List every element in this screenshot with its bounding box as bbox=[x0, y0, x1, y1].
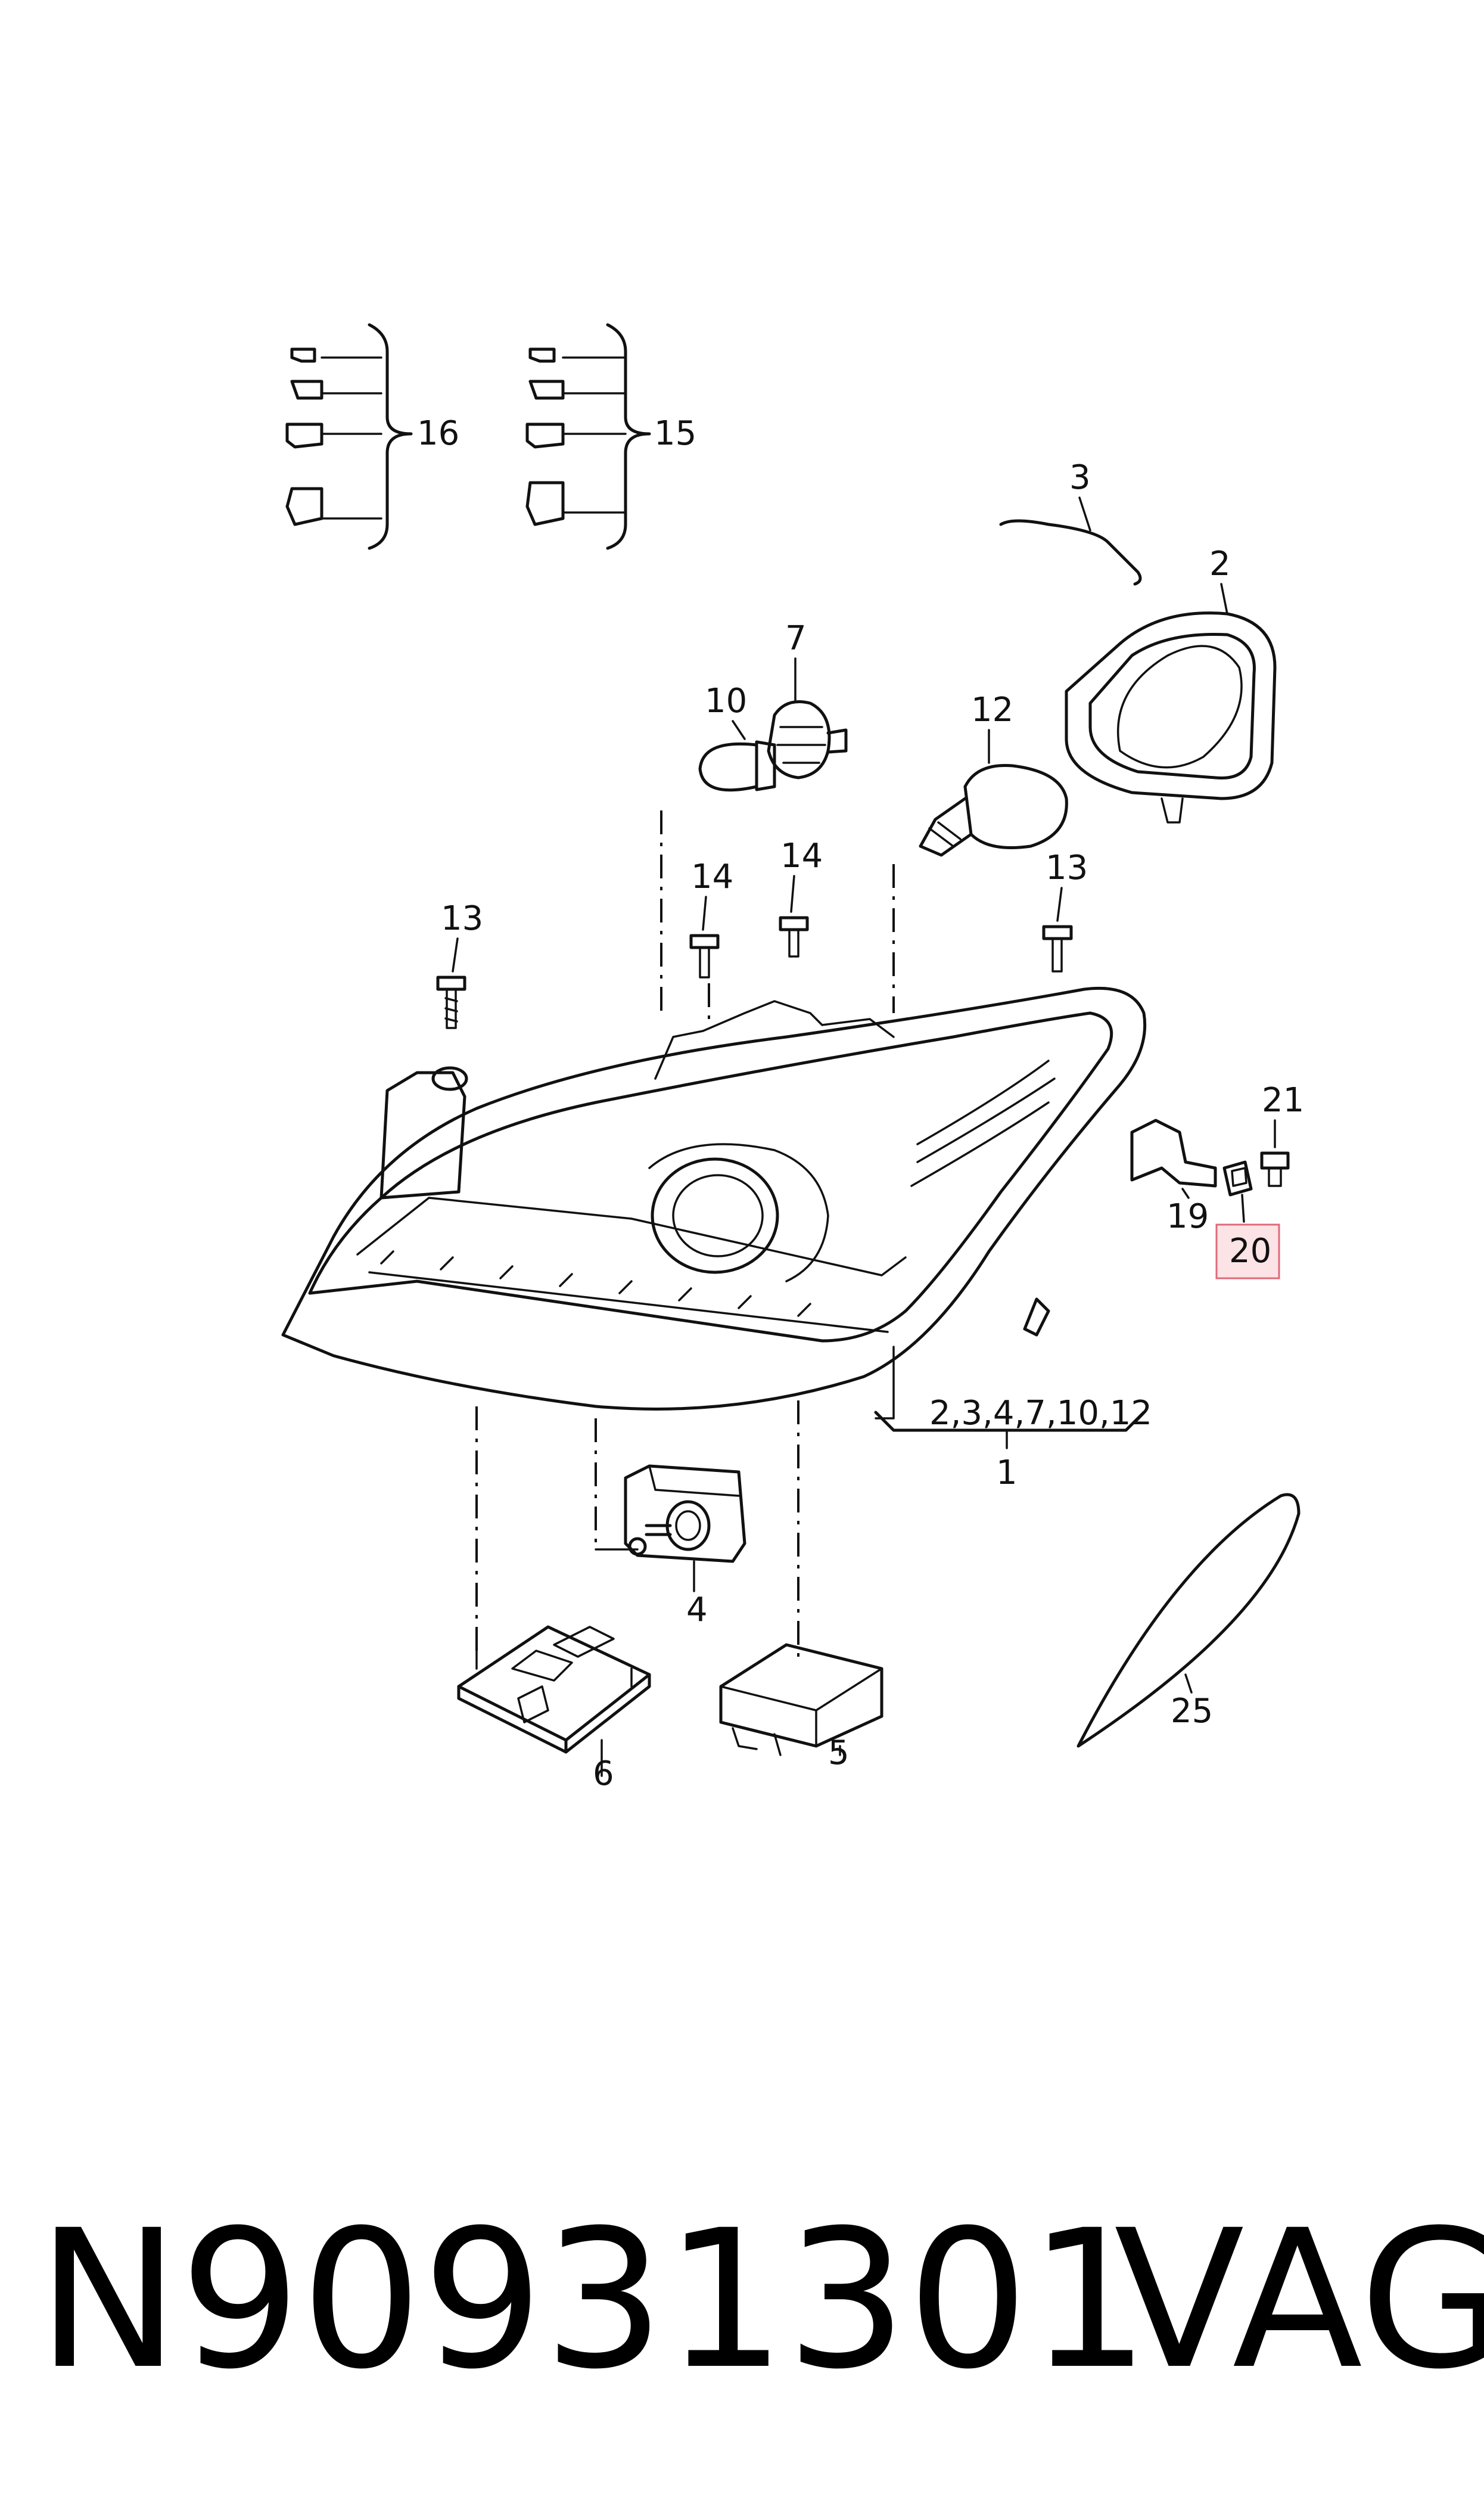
leader-2 bbox=[1220, 583, 1228, 615]
screw-part-14-right bbox=[779, 916, 809, 958]
callout-19: 19 bbox=[1166, 1197, 1209, 1236]
callout-20-highlight-box bbox=[1215, 1223, 1280, 1279]
callout-13-left: 13 bbox=[441, 899, 483, 938]
leader-20 bbox=[1241, 1194, 1245, 1223]
group-brace-1 bbox=[874, 1411, 1146, 1432]
bulb-part-10 bbox=[698, 740, 776, 792]
wire-clip-part-3 bbox=[999, 519, 1142, 586]
clip-nut-part-20 bbox=[1222, 1160, 1253, 1197]
callout-5: 5 bbox=[828, 1734, 850, 1772]
leader-13-left bbox=[452, 937, 459, 973]
callout-2: 2 bbox=[1209, 545, 1231, 583]
callout-15: 15 bbox=[654, 414, 696, 453]
callout-12: 12 bbox=[971, 691, 1013, 729]
leader-14-left bbox=[702, 896, 707, 931]
callout-group-1: 2,3,4,7,10,12 bbox=[929, 1394, 1152, 1433]
callout-7: 7 bbox=[785, 619, 807, 658]
callout-10: 10 bbox=[705, 682, 747, 720]
bracket-set-15 bbox=[525, 323, 651, 550]
leader-13-right bbox=[1056, 887, 1063, 922]
callout-1: 1 bbox=[996, 1453, 1018, 1492]
screw-part-21 bbox=[1260, 1151, 1290, 1187]
leader-housing bbox=[875, 1346, 895, 1420]
leader-19 bbox=[1181, 1188, 1190, 1199]
callout-14-right: 14 bbox=[780, 837, 823, 875]
bulb-socket-part-7 bbox=[767, 700, 848, 779]
part-number: N90931301 bbox=[37, 2189, 1150, 2411]
leader-14-right bbox=[790, 875, 795, 913]
callout-16: 16 bbox=[417, 414, 459, 453]
control-module-part-6 bbox=[457, 1625, 651, 1754]
screw-part-13-left bbox=[436, 976, 466, 1029]
ballast-part-5 bbox=[719, 1643, 883, 1756]
headlight-cover-part-2 bbox=[1065, 611, 1277, 824]
callout-25: 25 bbox=[1171, 1692, 1213, 1731]
leader-25 bbox=[1184, 1673, 1193, 1694]
bracket-set-16 bbox=[285, 323, 413, 550]
trim-strip-part-25 bbox=[1077, 1493, 1301, 1748]
screw-part-13-right bbox=[1042, 925, 1073, 973]
igniter-part-4 bbox=[624, 1464, 746, 1563]
xenon-bulb-part-12 bbox=[919, 763, 1068, 857]
callout-20: 20 bbox=[1229, 1232, 1271, 1271]
callout-3: 3 bbox=[1069, 458, 1091, 497]
callout-13-right: 13 bbox=[1046, 849, 1088, 887]
headlight-housing-part-1 bbox=[281, 986, 1147, 1411]
callout-6: 6 bbox=[593, 1754, 614, 1793]
callout-21: 21 bbox=[1262, 1081, 1304, 1120]
callout-14-left: 14 bbox=[691, 858, 733, 896]
brand-name: VAG bbox=[1114, 2189, 1484, 2411]
leader-10 bbox=[732, 720, 746, 740]
mounting-bracket-part-19 bbox=[1130, 1119, 1217, 1188]
leader-3 bbox=[1078, 496, 1091, 532]
screw-part-14-left bbox=[689, 934, 720, 979]
callout-4: 4 bbox=[686, 1591, 708, 1629]
